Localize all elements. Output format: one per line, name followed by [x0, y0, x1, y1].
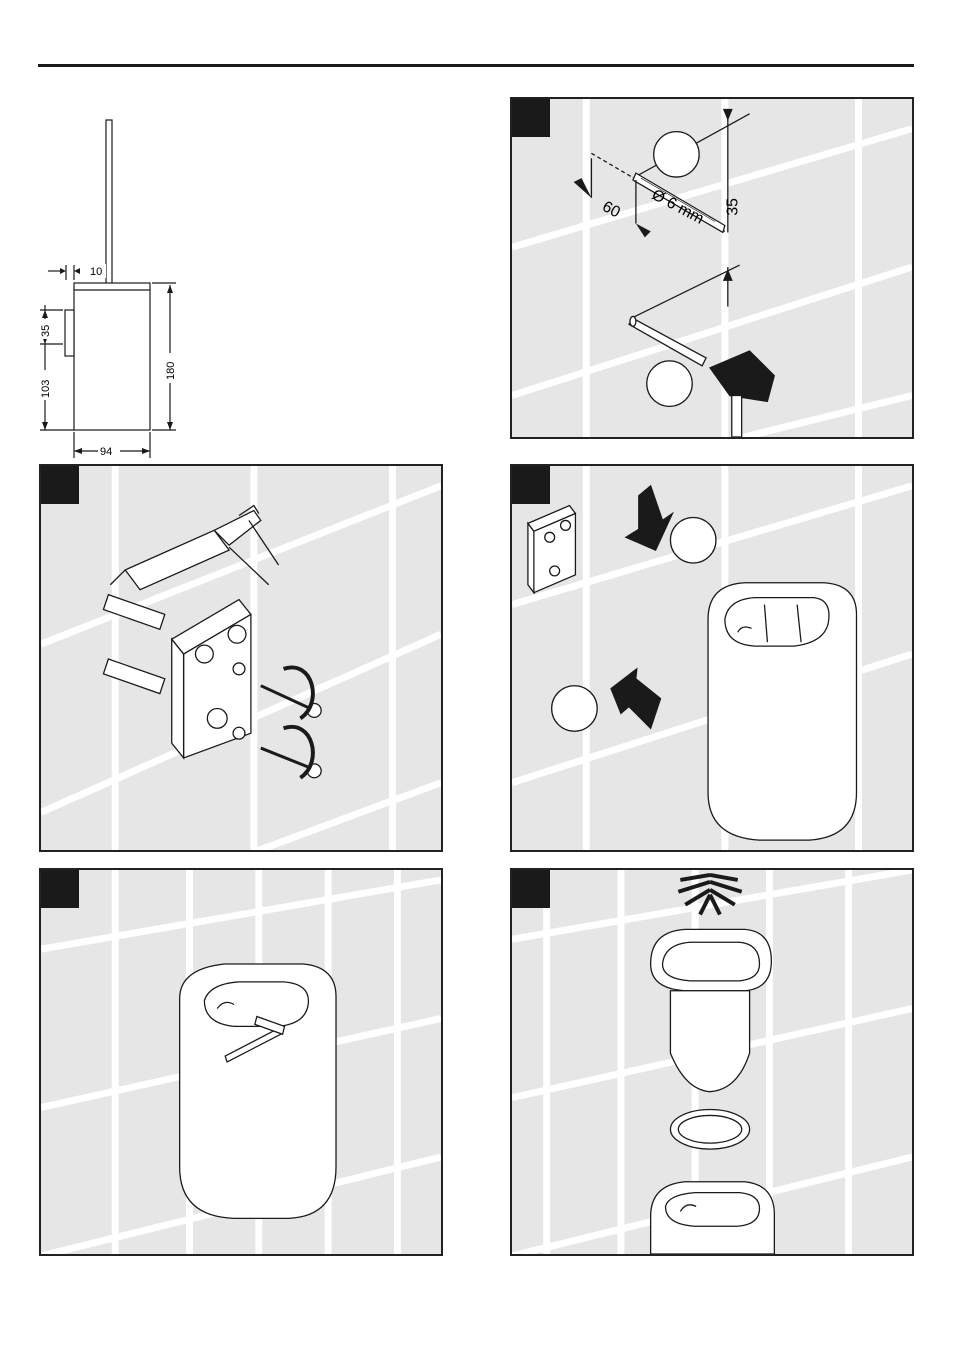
- step-panel-tighten-screw: [39, 868, 443, 1256]
- brush-icon: [678, 875, 741, 915]
- step-panel-drilling: 60 Ø 6 mm 35: [510, 97, 914, 439]
- arrow-down-icon: [626, 486, 673, 550]
- arrow-up-icon: [611, 669, 660, 728]
- brush-holder-icon: [651, 929, 775, 1254]
- drill-size-label: Ø 6 mm: [649, 186, 707, 227]
- step-panel-insert-brush: [510, 868, 914, 1256]
- step-panel-attach-holder: [510, 464, 914, 852]
- dim-offset-label: 10: [90, 266, 102, 278]
- mounting-plate-icon: [528, 506, 576, 593]
- dim-width-label: 94: [100, 446, 112, 458]
- drill-spacing-label: 35: [725, 198, 742, 216]
- dim-mount-height-label: 35: [40, 325, 52, 337]
- wall-plug-icon: [629, 318, 706, 365]
- dimension-drawing: 10 35 103 180 94: [30, 110, 190, 460]
- brush-holder-icon: [708, 583, 856, 840]
- drill-depth-label: 60: [599, 198, 623, 221]
- caulk-gun-icon: [110, 506, 278, 590]
- hammer-icon: [710, 351, 774, 437]
- brush-holder-icon: [180, 964, 336, 1218]
- dim-lower-height-label: 103: [40, 380, 52, 398]
- dim-total-height-label: 180: [165, 362, 177, 380]
- wall-plug-icon: [103, 595, 164, 694]
- header-rule: [38, 64, 914, 67]
- step-panel-mounting-plate: [39, 464, 443, 852]
